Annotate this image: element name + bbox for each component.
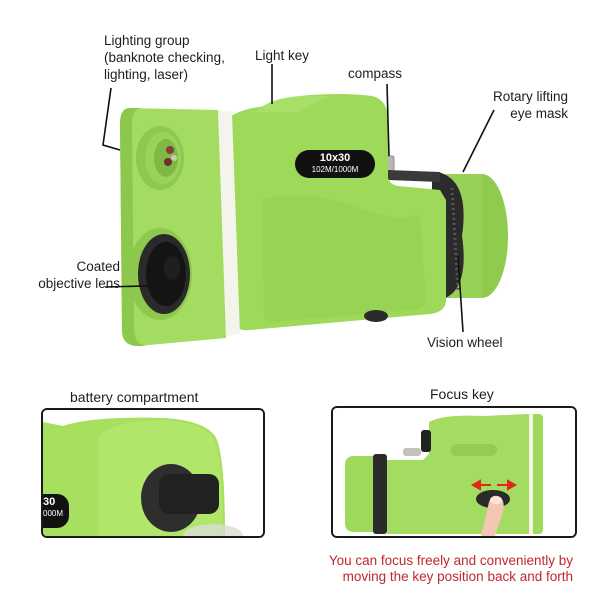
spec-badge-field: 102M/1000M <box>311 165 359 174</box>
lighting-group <box>136 126 184 190</box>
spec-badge: 10x30 102M/1000M <box>295 150 375 178</box>
callout-objective-lens: Coated objective lens <box>38 259 120 291</box>
monocular-illustration <box>102 64 508 346</box>
focus-panel <box>331 406 577 538</box>
focus-panel-title: Focus key <box>430 386 494 402</box>
battery-panel-title: battery compartment <box>70 389 199 405</box>
spec-badge-bg <box>295 150 375 178</box>
callout-light-key: Light key <box>255 48 310 63</box>
leader-objective-lens <box>104 284 181 288</box>
callout-lighting-group: Lighting group (banknote checking, light… <box>104 33 225 82</box>
focus-illustration <box>333 408 575 536</box>
leader-lighting-group <box>102 87 121 151</box>
leader-vision-wheel <box>457 255 464 333</box>
focus-caption: You can focus freely and conveniently by… <box>328 553 573 584</box>
callout-compass: compass <box>348 66 403 81</box>
battery-cap-handle <box>159 474 219 514</box>
callout-eye-mask: Rotary lifting eye mask <box>492 89 568 121</box>
battery-panel: 30 000M <box>41 408 265 538</box>
leader-eye-mask <box>462 109 495 173</box>
callout-vision-wheel: Vision wheel <box>427 335 503 350</box>
white-stripe <box>218 110 240 336</box>
leader-compass <box>386 83 390 157</box>
spec-badge-magnification: 10x30 <box>319 152 351 164</box>
finger <box>481 495 504 536</box>
battery-badge-partial: 30 000M <box>43 496 64 518</box>
battery-illustration <box>43 410 263 536</box>
objective-lens <box>128 228 192 320</box>
light-key-bump <box>255 96 330 112</box>
